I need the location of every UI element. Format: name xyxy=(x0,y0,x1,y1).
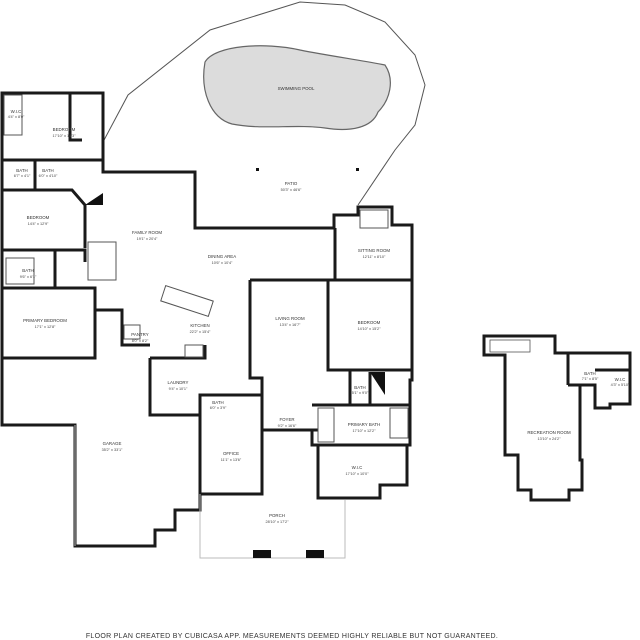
room-dims: 11'1" x 13'6" xyxy=(221,458,242,462)
room-dims: 4'4" x 8'0" xyxy=(8,115,25,119)
stair xyxy=(489,339,531,353)
room-name: PANTRY xyxy=(131,332,148,337)
room-dims: 13'4" x 16'7" xyxy=(280,323,301,327)
room-dims: 17'10" x 10'0" xyxy=(346,472,370,476)
room-dims: 19'1" x 20'4" xyxy=(137,237,158,241)
room-name: OFFICE xyxy=(223,451,239,456)
interior-walls xyxy=(2,93,412,494)
room-dims: 7'1" x 8'5" xyxy=(582,377,599,381)
room-dims: 50'3" x 46'6" xyxy=(281,188,302,192)
room-labels: SWIMMING POOL PATIO 50'3" x 46'6" BEDROO… xyxy=(8,86,630,524)
room-dims: 9'6" x 6'1" xyxy=(20,275,37,279)
room-name: FOYER xyxy=(279,417,294,422)
room-name: BATH xyxy=(16,168,27,173)
room-name: DINING AREA xyxy=(208,254,236,259)
room-dims: 17'1" x 12'8" xyxy=(35,325,56,329)
recreation-level-outer-wall xyxy=(482,334,632,502)
room-name: BATH xyxy=(22,268,33,273)
room-name: PORCH xyxy=(269,513,285,518)
room-dims: 35'2" x 33'1" xyxy=(102,448,123,452)
room-dims: 4'3" x 5'10" xyxy=(611,383,630,387)
room-name: SWIMMING POOL xyxy=(278,86,315,91)
room-dims: 9'4" x 10'1" xyxy=(169,387,188,391)
swimming-pool xyxy=(203,45,391,131)
room-dims: 22'2" x 15'4" xyxy=(190,330,211,334)
room-name: LAUNDRY xyxy=(168,380,189,385)
room-dims: 28'10" x 17'2" xyxy=(266,520,290,524)
room-name: PRIMARY BEDROOM xyxy=(23,318,67,323)
room-name: FAMILY ROOM xyxy=(132,230,162,235)
main-house-outer-wall xyxy=(0,91,414,548)
room-name: BATH xyxy=(42,168,53,173)
room-dims: 6'0" x 4'10" xyxy=(39,174,58,178)
room-name: BATH xyxy=(584,371,595,376)
room-dims: 17'10" x 14'3" xyxy=(53,134,77,138)
room-name: GARAGE xyxy=(103,441,122,446)
room-dims: 5'1" x 9'0" xyxy=(352,391,369,395)
pool-deck-outline xyxy=(102,1,426,206)
room-name: BATH xyxy=(212,400,223,405)
room-name: PATIO xyxy=(285,181,298,186)
room-dims: 14'4" x 12'9" xyxy=(28,222,49,226)
room-dims: 17'10" x 12'2" xyxy=(353,429,377,433)
room-dims: 8'0" x 8'2" xyxy=(132,339,149,343)
room-name: W.I.C xyxy=(615,377,626,382)
room-name: BEDROOM xyxy=(358,320,381,325)
room-name: BEDROOM xyxy=(27,215,50,220)
column-markers xyxy=(85,168,385,558)
room-name: KITCHEN xyxy=(190,323,209,328)
room-name: SITTING ROOM xyxy=(358,248,391,253)
closet-nw xyxy=(3,94,23,136)
room-name: RECREATION ROOM xyxy=(527,430,571,435)
room-name: PRIMARY BATH xyxy=(348,422,380,427)
room-name: W.I.C xyxy=(11,109,22,114)
room-dims: 9'2" x 16'6" xyxy=(278,424,297,428)
room-name: BEDROOM xyxy=(53,127,76,132)
room-dims: 6'7" x 4'1" xyxy=(14,174,31,178)
room-name: BATH xyxy=(354,385,365,390)
room-dims: 14'10" x 15'2" xyxy=(358,327,382,331)
room-dims: 12'11" x 8'10" xyxy=(363,255,386,259)
room-dims: 10'6" x 10'4" xyxy=(212,261,233,265)
fixtures xyxy=(5,209,409,443)
room-dims: 13'10" x 24'2" xyxy=(538,437,562,441)
room-name: LIVING ROOM xyxy=(275,316,305,321)
room-dims: 6'0" x 3'9" xyxy=(210,406,227,410)
room-name: W.I.C xyxy=(352,465,363,470)
recreation-interior-walls xyxy=(566,353,630,387)
exterior-lines xyxy=(74,425,346,559)
footer-note: FLOOR PLAN CREATED BY CUBICASA APP. MEAS… xyxy=(86,633,498,640)
